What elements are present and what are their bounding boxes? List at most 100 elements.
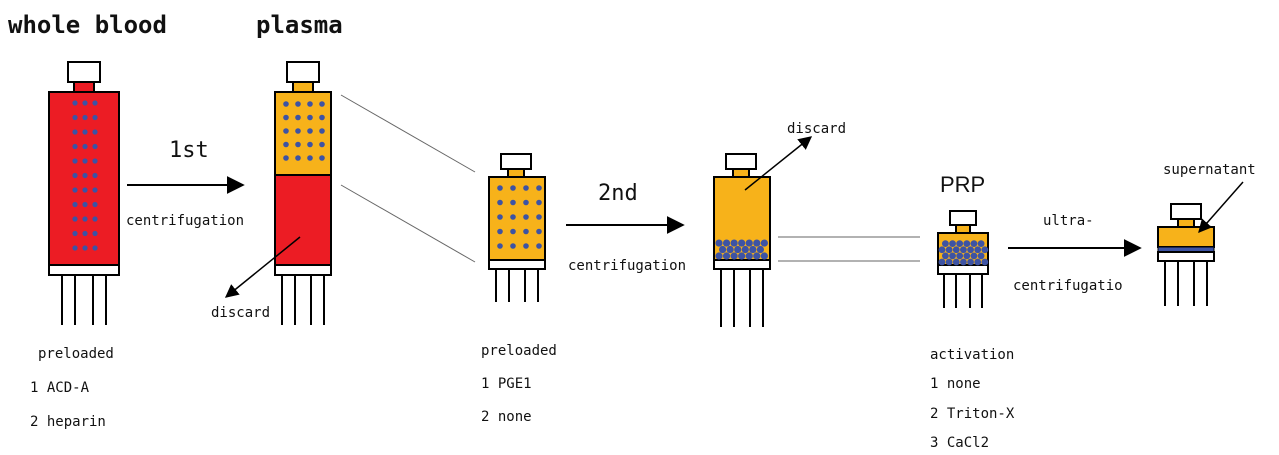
supernatant-layer — [1157, 226, 1215, 248]
preloaded-note-1: preloaded 1 ACD-A 2 heparin — [30, 346, 114, 430]
cell-dot — [523, 228, 529, 235]
cell-dot — [536, 243, 542, 249]
syringe-supernatant — [1157, 203, 1215, 306]
projection-line — [340, 184, 476, 263]
supernatant-label: supernatant — [1163, 162, 1256, 178]
cell-dot — [72, 129, 78, 135]
cell-dot — [536, 185, 542, 191]
cell-dot — [92, 172, 98, 179]
cell-dot — [510, 214, 516, 220]
cell-dot — [974, 246, 982, 254]
cell-dot — [760, 239, 768, 247]
cell-dot — [719, 245, 727, 254]
cell-dot — [510, 199, 516, 206]
syringe-prp — [937, 210, 989, 308]
cell-dot — [738, 252, 746, 260]
cell-dot — [92, 216, 98, 222]
cell-dot — [319, 101, 325, 107]
cell-dot — [283, 141, 289, 148]
cell-dot — [523, 214, 529, 220]
cell-dot — [92, 129, 98, 135]
note-item: 1 ACD-A — [30, 380, 90, 396]
cell-dot — [82, 172, 88, 179]
cell-dot — [956, 240, 964, 248]
red-cell-layer — [274, 174, 332, 266]
cell-dot — [523, 199, 529, 206]
cell-dot — [510, 185, 516, 191]
note-item: 2 none — [481, 409, 532, 425]
cell-dot — [745, 239, 753, 247]
cell-dot — [715, 239, 723, 247]
cell-dot — [92, 143, 98, 150]
cell-dot — [92, 230, 98, 237]
cell-dot — [510, 243, 516, 249]
blood-fill — [48, 91, 120, 266]
cell-dot — [319, 141, 325, 148]
cell-dot — [715, 252, 723, 260]
ultra-sub-label: centrifugatio — [1013, 278, 1123, 294]
cell-dot — [760, 252, 768, 260]
cell-dot — [938, 246, 946, 254]
cell-dot — [497, 243, 503, 249]
syringe-plasma — [274, 61, 332, 325]
cell-dot — [963, 240, 971, 248]
cell-dot — [981, 246, 989, 254]
platelet-pellet-dots — [715, 239, 768, 260]
cell-dot — [945, 246, 953, 254]
cell-dot — [283, 128, 289, 134]
cell-dot — [307, 114, 313, 121]
supernatant-arrow — [1198, 181, 1244, 234]
prp-label: PRP — [940, 172, 985, 197]
cell-dot — [82, 216, 88, 222]
discard1-label: discard — [211, 305, 270, 321]
note-title: preloaded — [38, 346, 114, 362]
cell-dot — [510, 228, 516, 235]
cell-dot — [82, 114, 88, 121]
cell-dot — [295, 101, 301, 107]
cell-dot — [963, 252, 971, 260]
cell-dot — [72, 187, 78, 193]
plasma-platelet-dots — [283, 101, 325, 161]
cell-dot — [72, 143, 78, 150]
cell-dot — [295, 155, 301, 161]
note-item: 3 CaCl2 — [930, 435, 989, 451]
cell-dot — [536, 228, 542, 235]
cell-dot — [952, 258, 960, 266]
cell-dot — [945, 258, 953, 266]
cell-dot — [82, 201, 88, 208]
projection-line — [340, 94, 476, 173]
cell-dot — [977, 240, 985, 248]
note-item: 1 PGE1 — [481, 376, 532, 392]
cell-dot — [92, 158, 98, 164]
cell-dot — [92, 187, 98, 193]
step1-sub-label: centrifugation — [126, 213, 244, 229]
cell-dot — [497, 228, 503, 235]
cell-dot — [319, 128, 325, 134]
cell-dot — [949, 252, 956, 260]
cell-dot — [72, 216, 78, 222]
cell-dot — [82, 100, 88, 106]
cell-dot — [497, 185, 503, 191]
cell-dot — [82, 245, 88, 251]
ultra-label: ultra- — [1043, 213, 1094, 229]
step2-sub-label: centrifugation — [568, 258, 686, 274]
cell-dot — [82, 187, 88, 193]
cell-dot — [970, 240, 978, 248]
cell-dot — [82, 129, 88, 135]
cell-dot — [295, 141, 301, 148]
cell-dot — [283, 155, 289, 161]
cell-dot — [92, 201, 98, 208]
cell-dot — [938, 258, 946, 266]
cell-dot — [730, 252, 738, 260]
syringe-pellet — [713, 153, 771, 327]
cell-dot — [72, 245, 78, 251]
cell-dot — [981, 258, 989, 266]
cell-dot — [82, 143, 88, 150]
note-title: preloaded — [481, 343, 557, 359]
cell-dot — [92, 114, 98, 121]
step2-label: 2nd — [598, 181, 638, 206]
cell-dot — [734, 245, 742, 254]
cell-dot — [72, 114, 78, 121]
cell-dot — [952, 246, 960, 254]
